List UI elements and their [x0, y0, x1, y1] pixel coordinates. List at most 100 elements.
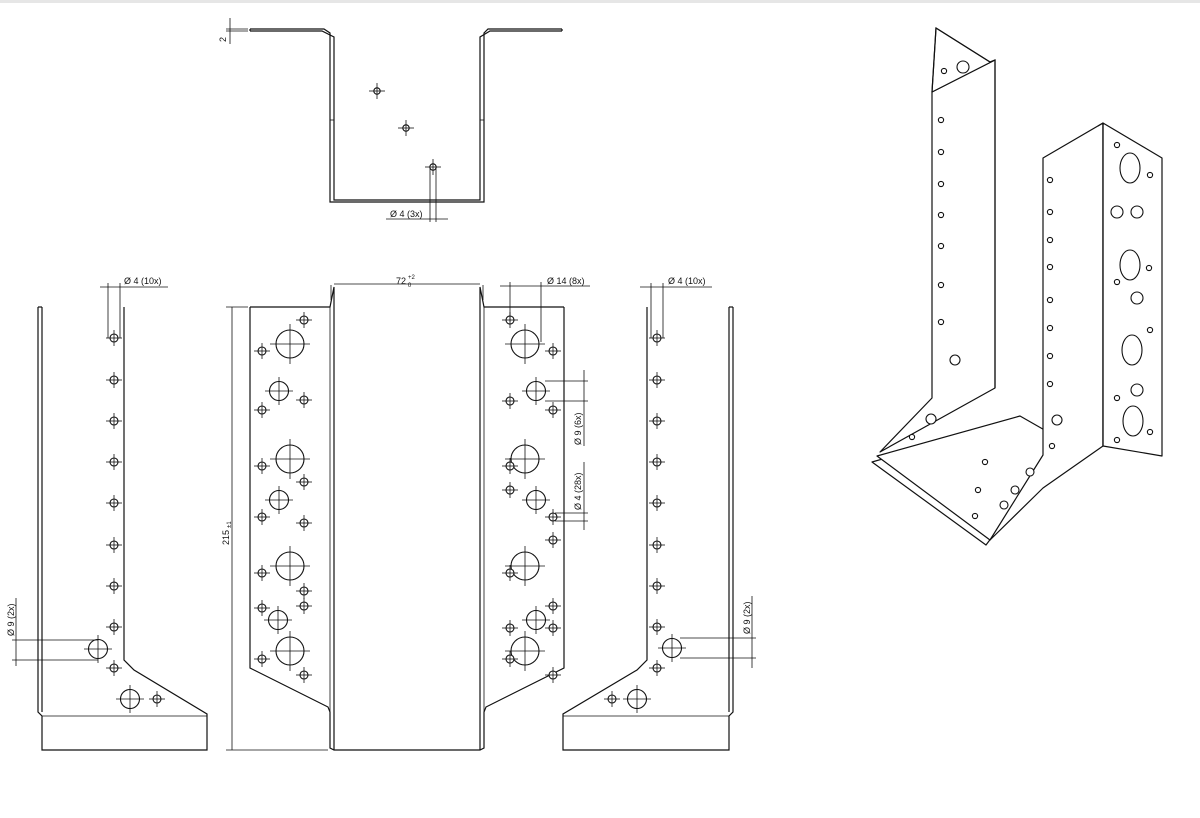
top-hole-dim-label: Ø 4 (3x): [390, 209, 423, 219]
hole-marker: [1046, 352, 1054, 360]
hole-marker: [956, 60, 970, 74]
hole-marker: [1046, 263, 1054, 271]
hole-marker: [254, 343, 270, 359]
hole-marker: [940, 67, 948, 75]
hole-marker: [522, 486, 550, 514]
hole-marker: [649, 330, 665, 346]
hole-marker: [1046, 296, 1054, 304]
hole-marker: [649, 537, 665, 553]
hole-marker: [1046, 380, 1054, 388]
hole-marker: [1146, 326, 1154, 334]
hole-marker: [937, 242, 945, 250]
hole-marker: [270, 324, 310, 364]
hole-marker: [522, 377, 550, 405]
hole-marker: [937, 116, 945, 124]
hole-marker: [1010, 485, 1020, 495]
top-border: [0, 0, 1200, 3]
hole-marker: [658, 634, 686, 662]
large-hole-dim-label: Ø 14 (8x): [547, 276, 585, 286]
hole-marker: [1130, 205, 1144, 219]
hole-marker: [1046, 324, 1054, 332]
left-hole-top-dim-label: Ø 4 (10x): [124, 276, 162, 286]
hole-marker: [949, 354, 961, 366]
right-hole-top-dim-label: Ø 4 (10x): [668, 276, 706, 286]
hole-marker: [1119, 249, 1141, 281]
hole-marker: [925, 413, 937, 425]
left-hole-bottom-dim-label: Ø 9 (2x): [6, 603, 16, 636]
height-dim-label: 215±1: [221, 521, 233, 545]
hole-marker: [1130, 291, 1144, 305]
hole-marker: [937, 281, 945, 289]
hole-marker: [254, 402, 270, 418]
hole-marker: [545, 343, 561, 359]
hole-marker: [1122, 405, 1144, 437]
hole-marker: [1051, 414, 1063, 426]
hole-marker: [1146, 428, 1154, 436]
hole-marker: [1046, 176, 1054, 184]
hole-marker: [649, 578, 665, 594]
hole-marker: [649, 454, 665, 470]
hole-marker: [116, 685, 144, 713]
medium-hole-dim-label: Ø 9 (6x): [573, 412, 583, 445]
hole-marker: [908, 433, 916, 441]
hole-marker: [522, 606, 550, 634]
hole-marker: [264, 606, 292, 634]
hole-marker: [505, 546, 545, 586]
hole-marker: [649, 413, 665, 429]
hole-marker: [1113, 141, 1121, 149]
hole-marker: [265, 377, 293, 405]
hole-marker: [505, 439, 545, 479]
hole-marker: [369, 83, 385, 99]
thickness-dim-label: 2: [218, 37, 228, 42]
hole-marker: [270, 439, 310, 479]
hole-marker: [505, 324, 545, 364]
right-hole-bottom-dim-label: Ø 9 (2x): [742, 601, 752, 634]
hole-marker: [254, 600, 270, 616]
hole-marker: [649, 619, 665, 635]
hole-marker: [649, 372, 665, 388]
hole-marker: [1110, 205, 1124, 219]
hole-marker: [296, 598, 312, 614]
hole-marker: [296, 392, 312, 408]
hole-marker: [545, 509, 561, 525]
hole-marker: [106, 413, 122, 429]
hole-marker: [106, 372, 122, 388]
hole-marker: [254, 565, 270, 581]
hole-marker: [502, 393, 518, 409]
hole-marker: [296, 515, 312, 531]
hole-marker: [84, 635, 112, 663]
hole-marker: [296, 583, 312, 599]
hole-marker: [149, 691, 165, 707]
hole-marker: [649, 660, 665, 676]
hole-marker: [106, 495, 122, 511]
hole-marker: [254, 458, 270, 474]
hole-marker: [106, 537, 122, 553]
hole-marker: [254, 651, 270, 667]
hole-marker: [502, 482, 518, 498]
hole-marker: [502, 651, 518, 667]
right-side-view: Ø 4 (10x) Ø 9 (2x): [562, 276, 756, 751]
hole-marker: [254, 509, 270, 525]
hole-marker: [265, 486, 293, 514]
hole-marker: [270, 546, 310, 586]
hole-marker: [1113, 278, 1121, 286]
hole-marker: [296, 312, 312, 328]
hole-marker: [545, 598, 561, 614]
hole-marker: [296, 667, 312, 683]
small-hole-dim-label: Ø 4 (28x): [573, 472, 583, 510]
hole-marker: [1113, 436, 1121, 444]
hole-marker: [937, 148, 945, 156]
hole-marker: [937, 211, 945, 219]
hole-marker: [981, 458, 989, 466]
left-side-view: Ø 4 (10x) Ø 9 (2x): [6, 276, 208, 751]
hole-marker: [999, 500, 1009, 510]
hole-marker: [398, 120, 414, 136]
hole-marker: [505, 631, 545, 671]
hole-marker: [502, 565, 518, 581]
hole-marker: [296, 474, 312, 490]
hole-marker: [937, 318, 945, 326]
hole-marker: [604, 691, 620, 707]
